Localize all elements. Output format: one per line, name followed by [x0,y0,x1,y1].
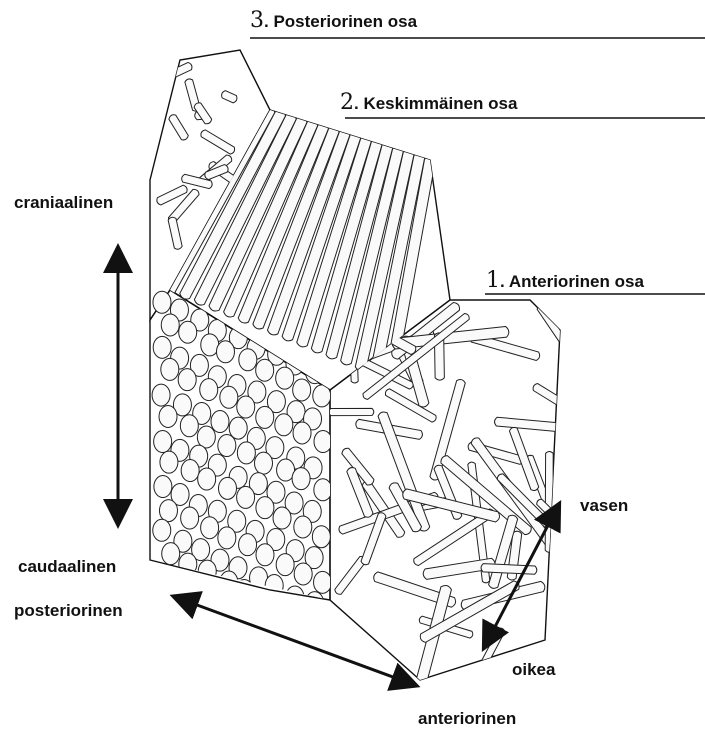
fiber-cross-section [153,336,171,358]
fiber-cross-section [293,609,311,631]
fiber-cross-section [314,431,332,453]
fiber-cross-section [220,571,238,593]
fiber-cross-section [313,616,331,638]
fiber-cross-section [179,321,197,343]
posterior-fiber [201,130,235,154]
fiber-cross-section [256,497,274,519]
fiber-cross-section [314,479,332,501]
fiber-cross-section [256,406,274,428]
part-number-3: 3 [250,8,264,33]
fiber-cross-section [276,554,294,576]
fiber-cross-section [160,451,178,473]
fiber-cross-section [220,386,238,408]
fiber-cross-section [293,422,311,444]
fiber-cross-section [180,415,198,437]
fiber-cross-section [237,442,255,464]
label-middle-part: 2. Keskimmäinen osa [340,90,517,115]
fiber-cross-section [255,590,273,612]
anterior-fiber [413,585,452,696]
fiber-cross-section [161,358,179,380]
posterior-fiber [168,217,182,249]
fiber-cross-section [256,544,274,566]
fiber-cross-section [237,486,255,508]
fiber-cross-section [294,563,312,585]
label-posterior-part: 3. Posteriorinen osa [250,8,417,33]
fiber-cross-section [294,516,312,538]
fiber-cross-section [312,526,330,548]
label-right: oikea [512,660,555,680]
anterior-fiber [432,662,487,690]
fiber-cross-section [292,468,310,490]
part-number-1: 1 [486,268,500,293]
fiber-cross-section [276,367,294,389]
fiber-cross-section [153,519,171,541]
fiber-cross-section [181,507,199,529]
fiber-cross-section [211,411,229,433]
fiber-cross-section [197,426,215,448]
fiber-cross-section [179,553,197,575]
fiber-cross-section [218,434,236,456]
fiber-cross-section [265,574,283,596]
fiber-cross-section [161,314,179,336]
anterior-fiber [537,305,597,388]
fiber-cross-section [154,430,172,452]
fiber-cross-section [293,379,311,401]
fiber-cross-section [306,592,324,614]
fiber-cross-section [178,369,196,391]
fiber-cross-section [154,476,172,498]
part-label-1: . Anteriorinen osa [500,272,644,291]
fiber-cross-section [198,468,216,490]
fiber-cross-section [152,384,170,406]
part-label-2: . Keskimmäinen osa [354,94,517,113]
anterior-fiber [385,389,436,422]
label-anterior-part: 1. Anteriorinen osa [486,268,644,293]
fiber-cross-section [218,527,236,549]
label-left: vasen [580,496,628,516]
fiber-cross-section [198,560,216,582]
fiber-cross-section [216,341,234,363]
part-number-2: 2 [340,90,354,115]
fiber-cross-section [162,543,180,565]
fiber-cross-section [237,396,255,418]
fiber-cross-section [286,586,304,608]
fiber-cross-section [218,477,236,499]
fiber-cross-section [314,571,332,593]
posterior-fiber [222,91,237,103]
label-posterior: posteriorinen [14,601,123,621]
posterior-fiber [169,115,188,140]
fiber-cross-section [201,517,219,539]
fiber-cross-section [200,379,218,401]
anterior-fiber [533,384,624,444]
fiber-cross-section [159,500,177,522]
fiber-cross-section [181,460,199,482]
fiber-cross-section [153,291,171,313]
fiber-cross-section [239,349,257,371]
anterior-fibers [287,297,624,729]
label-cranial: craniaalinen [14,193,113,213]
fiber-cross-section [275,414,293,436]
anterior-fiber [495,417,584,433]
fiber-cross-section [274,599,292,621]
fiber-cross-section [255,452,273,474]
label-anterior: anteriorinen [418,709,516,729]
fiber-cross-section [273,507,291,529]
anterior-fiber [329,408,374,415]
fiber-cross-section [159,405,177,427]
label-caudal: caudaalinen [18,557,116,577]
fiber-cross-section [239,534,257,556]
part-label-3: . Posteriorinen osa [264,12,417,31]
fiber-cross-section [256,359,274,381]
